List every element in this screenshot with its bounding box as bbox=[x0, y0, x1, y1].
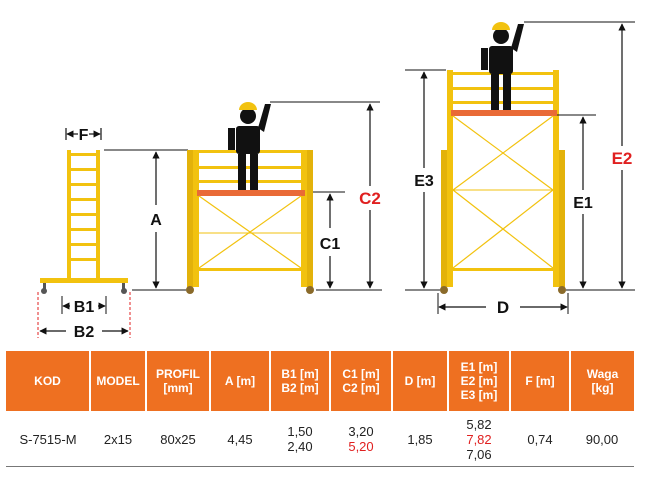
label-c1: C1 bbox=[320, 236, 341, 253]
dimension-b1: B1 bbox=[61, 296, 107, 316]
specification-table: KOD MODEL PROFIL[mm] A [m] B1 [m]B2 [m] … bbox=[6, 351, 634, 467]
ladder-frame bbox=[40, 150, 128, 294]
dimension-f: F bbox=[65, 127, 102, 144]
dimension-e3: E3 bbox=[405, 69, 446, 291]
dimension-a: A bbox=[104, 149, 188, 291]
header-profil: PROFIL[mm] bbox=[145, 351, 210, 412]
cell-a: 4,45 bbox=[210, 411, 270, 467]
cell-e2: 7,82 bbox=[466, 431, 492, 447]
header-a: A [m] bbox=[209, 351, 270, 412]
header-b: B1 [m]B2 [m] bbox=[269, 351, 330, 412]
label-e3: E3 bbox=[414, 173, 434, 190]
header-model: MODEL bbox=[89, 351, 146, 412]
header-e: E1 [m]E2 [m]E3 [m] bbox=[447, 351, 510, 412]
dimension-d: D bbox=[437, 293, 569, 317]
cell-b1: 1,50 bbox=[287, 424, 313, 439]
table-row: S-7515-M 2x15 80x25 4,45 1,50 2,40 3,20 … bbox=[6, 411, 634, 467]
cell-c: 3,20 5,20 bbox=[330, 411, 392, 467]
dimension-e1: E1 bbox=[557, 114, 596, 289]
cell-b2: 2,40 bbox=[287, 439, 313, 454]
header-c: C1 [m]C2 [m] bbox=[329, 351, 392, 412]
header-waga: Waga[kg] bbox=[569, 351, 634, 412]
cell-f: 0,74 bbox=[510, 411, 570, 467]
cell-c1: 3,20 bbox=[348, 424, 374, 439]
scaffold-dimension-diagram: F A B1 B2 bbox=[37, 21, 635, 341]
label-f: F bbox=[79, 127, 89, 144]
cell-e: 5,82 7,82 7,06 bbox=[448, 411, 510, 467]
label-a: A bbox=[150, 212, 162, 229]
worker-icon-tall bbox=[481, 22, 524, 110]
dimension-c2: C2 bbox=[270, 101, 382, 291]
header-kod: KOD bbox=[6, 351, 90, 412]
table-header-row: KOD MODEL PROFIL[mm] A [m] B1 [m]B2 [m] … bbox=[6, 351, 634, 412]
cell-e3: 7,06 bbox=[466, 446, 492, 462]
cell-kod: S-7515-M bbox=[6, 411, 90, 467]
label-d: D bbox=[497, 298, 509, 317]
cell-c2: 5,20 bbox=[348, 439, 374, 454]
dimension-c1: C1 bbox=[313, 191, 345, 289]
dimension-e2: E2 bbox=[524, 21, 635, 291]
cell-profil: 80x25 bbox=[146, 411, 210, 467]
cell-waga: 90,00 bbox=[570, 411, 634, 467]
cell-d: 1,85 bbox=[392, 411, 448, 467]
cell-model: 2x15 bbox=[90, 411, 146, 467]
label-e1: E1 bbox=[573, 195, 593, 212]
label-e2: E2 bbox=[612, 149, 633, 168]
worker-icon-low bbox=[228, 102, 271, 190]
cell-e1: 5,82 bbox=[466, 416, 492, 432]
label-b1: B1 bbox=[74, 299, 95, 316]
label-b2: B2 bbox=[74, 324, 95, 341]
cell-b: 1,50 2,40 bbox=[270, 411, 330, 467]
header-f: F [m] bbox=[509, 351, 570, 412]
dimension-b2: B2 bbox=[37, 292, 131, 341]
header-d: D [m] bbox=[391, 351, 448, 412]
label-c2: C2 bbox=[359, 189, 381, 208]
